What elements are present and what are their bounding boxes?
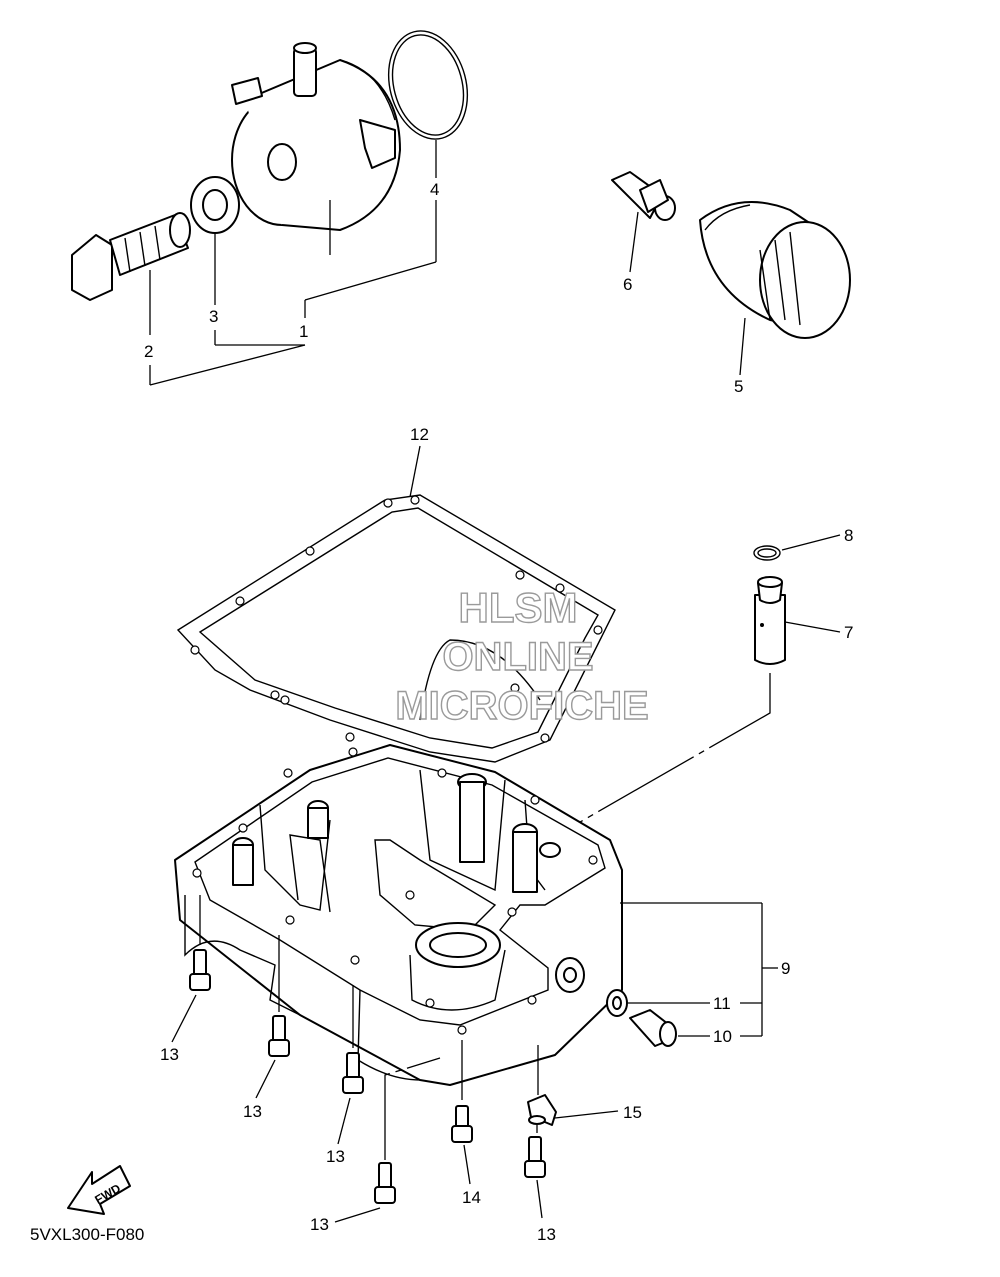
bolt-part-13-c xyxy=(342,1052,364,1094)
bolt-part-13-d xyxy=(374,1162,396,1204)
callout-10: 10 xyxy=(713,1027,732,1046)
callout-8: 8 xyxy=(844,526,853,545)
fitting-part-6 xyxy=(611,171,676,221)
o-ring-part-4 xyxy=(387,30,469,140)
oil-pan xyxy=(174,744,623,1086)
watermark-line-2: ONLINE xyxy=(442,635,593,679)
oil-filter-part-5 xyxy=(699,201,851,339)
callout-3: 3 xyxy=(209,307,218,326)
oil-cooler-part-1 xyxy=(231,42,401,231)
callout-11: 11 xyxy=(713,994,731,1013)
callout-13-a: 13 xyxy=(160,1045,179,1064)
callout-15: 15 xyxy=(623,1103,642,1122)
callout-1: 1 xyxy=(299,322,308,341)
drain-bolt-part-10 xyxy=(629,1009,677,1047)
leader-lines-top xyxy=(149,140,746,386)
bolt-part-13-b xyxy=(268,1015,290,1057)
callout-13-b: 13 xyxy=(243,1102,262,1121)
washer-part-3 xyxy=(190,176,240,234)
bolt-part-2 xyxy=(71,212,191,301)
watermark: HLSM ONLINE MICROFICHE xyxy=(395,583,650,728)
callout-13-c: 13 xyxy=(326,1147,345,1166)
callout-7: 7 xyxy=(844,623,853,642)
callout-4: 4 xyxy=(430,180,439,199)
gasket-part-12 xyxy=(176,494,616,763)
callout-13-e: 13 xyxy=(537,1225,556,1244)
leader-12 xyxy=(409,445,421,498)
fwd-arrow-icon: FWD xyxy=(67,1165,131,1215)
bracket-part-15 xyxy=(527,1094,557,1126)
callout-14: 14 xyxy=(462,1188,481,1207)
callout-9: 9 xyxy=(781,959,790,978)
callout-2: 2 xyxy=(144,342,153,361)
leader-lines-bottom xyxy=(171,895,543,1223)
watermark-line-3: MICROFICHE xyxy=(395,684,648,728)
watermark-line-1: HLSM xyxy=(459,584,578,631)
callout-6: 6 xyxy=(623,275,632,294)
callout-5: 5 xyxy=(734,377,743,396)
diagram-code: 5VXL300-F080 xyxy=(30,1225,144,1244)
pipe-part-7 xyxy=(754,576,786,665)
bolt-part-14 xyxy=(451,1105,473,1143)
callout-13-d: 13 xyxy=(310,1215,329,1234)
bolt-part-13-e xyxy=(524,1136,546,1178)
washer-part-11 xyxy=(606,989,628,1017)
o-ring-part-8 xyxy=(753,545,781,561)
bolt-part-13-a xyxy=(189,949,211,991)
callout-12: 12 xyxy=(410,425,429,444)
